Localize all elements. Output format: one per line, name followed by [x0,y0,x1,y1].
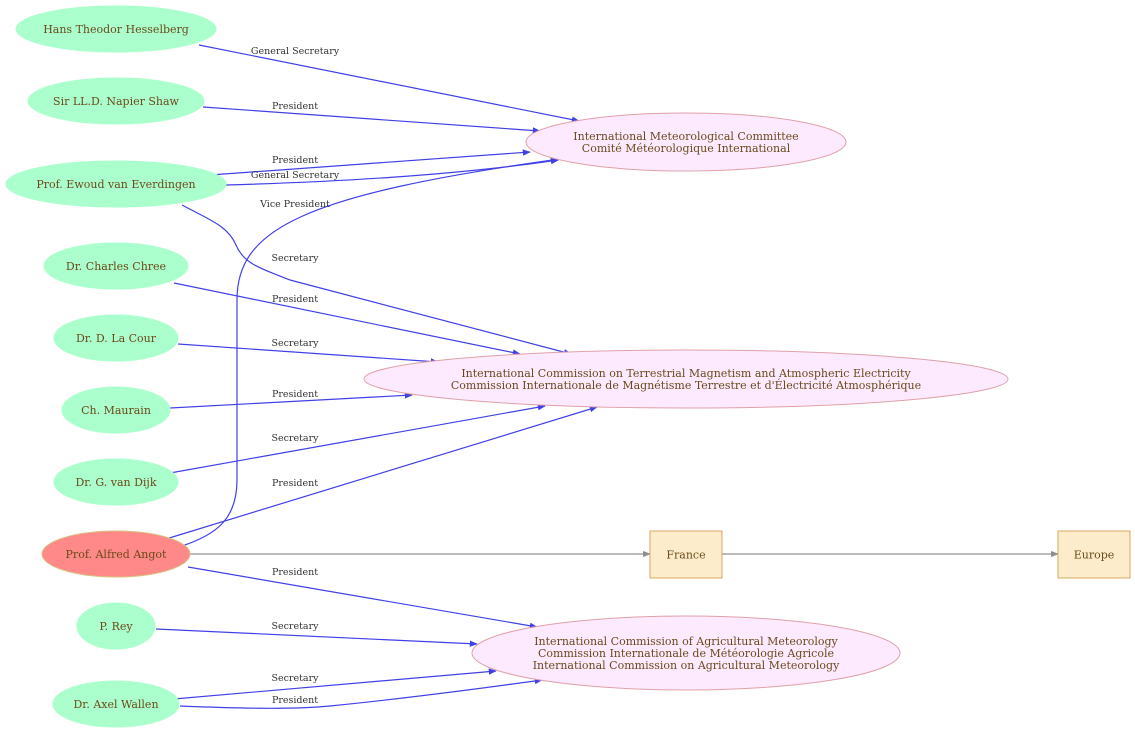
person-ellipse [53,314,179,362]
edge-everdingen-imc: President [209,149,531,176]
edge-line [169,392,413,409]
edge-wallen-icam: Secretary [173,668,497,700]
place-label: Europe [1074,549,1115,562]
edges-layer: General SecretaryPresidentPresidentGener… [155,44,1059,709]
edge-label: President [272,389,318,400]
place-node-europe[interactable]: Europe [1057,530,1131,579]
edge-maurain-ictm: President [169,389,413,409]
person-node-shaw[interactable]: Sir LL.D. Napier Shaw [27,77,205,125]
organization-label-line: Comité Météorologique International [582,142,791,155]
edge-chree-ictm: President [173,282,521,356]
person-node-angot[interactable]: Prof. Alfred Angot [41,530,191,578]
edge-label: Vice President [259,199,330,210]
edge-label: Secretary [271,621,319,632]
organization-ellipse [525,112,847,172]
edge-label: General Secretary [251,46,340,57]
person-node-everdingen[interactable]: Prof. Ewoud van Everdingen [5,160,227,208]
edge-line [179,677,543,709]
organization-node-ictm[interactable]: International Commission on Terrestrial … [363,349,1009,409]
edge-hesselberg-imc: General Secretary [198,44,580,123]
person-ellipse [41,530,191,578]
organization-label-line: International Meteorological Committee [573,130,798,143]
person-ellipse [76,602,156,650]
edge-line [169,404,546,474]
organization-node-imc[interactable]: International Meteorological CommitteeCo… [525,112,847,172]
edge-lacour-ictm: Secretary [177,338,439,365]
person-ellipse [53,458,179,506]
person-ellipse [27,77,205,125]
edge-line [202,106,541,134]
organization-ellipse [363,349,1009,409]
person-label: Dr. G. van Dijk [75,476,156,489]
edge-line [155,628,478,647]
organization-label-line: International Commission on Terrestrial … [461,367,911,380]
person-label: Prof. Alfred Angot [66,548,167,561]
person-node-vandijk[interactable]: Dr. G. van Dijk [53,458,179,506]
person-label: Hans Theodor Hesselberg [43,23,189,36]
edge-line [165,406,598,540]
edge-label: President [272,155,318,166]
edge-angot-ictm: President [165,406,598,540]
organization-ellipse [471,615,901,691]
person-label: Dr. D. La Cour [76,332,157,345]
person-label: Dr. Axel Wallen [73,698,158,711]
edge-vandijk-ictm: Secretary [169,404,546,474]
organization-node-icam[interactable]: International Commission of Agricultural… [471,615,901,691]
edge-angot-imc: Vice President [181,156,561,547]
edge-angot-icam: President [187,566,538,629]
person-node-wallen[interactable]: Dr. Axel Wallen [52,680,180,728]
edge-line [173,282,521,356]
edge-label: Secretary [271,338,319,349]
edge-line [209,149,531,176]
place-node-france[interactable]: France [649,530,723,579]
person-label: P. Rey [99,620,133,633]
edge-line [177,343,439,365]
person-label: Prof. Ewoud van Everdingen [36,178,195,191]
edge-line [198,44,580,123]
organization-label-line: International Commission on Agricultural… [533,659,840,672]
edge-line [187,566,538,629]
edge-label: General Secretary [251,170,340,181]
organization-label-line: Commission Internationale de Météorologi… [538,647,834,660]
organization-label-line: Commission Internationale de Magnétisme … [451,378,921,392]
person-ellipse [61,386,171,434]
edge-shaw-imc: President [202,101,541,134]
edge-label: President [272,478,318,489]
edge-label: President [272,294,318,305]
edge-everdingen-ictm: Secretary [181,204,572,356]
edge-label: President [272,695,318,706]
edge-line [173,668,497,700]
edge-rey-icam: Secretary [155,621,478,647]
person-node-hesselberg[interactable]: Hans Theodor Hesselberg [15,5,217,53]
person-node-chree[interactable]: Dr. Charles Chree [43,242,189,290]
place-box [649,530,723,579]
person-node-rey[interactable]: P. Rey [76,602,156,650]
edge-label: President [272,567,318,578]
person-ellipse [52,680,180,728]
person-ellipse [15,5,217,53]
person-node-lacour[interactable]: Dr. D. La Cour [53,314,179,362]
person-ellipse [5,160,227,208]
edge-label: President [272,101,318,112]
person-ellipse [43,242,189,290]
edge-label: Secretary [271,673,319,684]
edge-label: Secretary [271,433,319,444]
organization-label-line: International Commission of Agricultural… [534,635,838,648]
place-box [1057,530,1131,579]
edge-label: Secretary [271,253,319,264]
edge-line [181,156,561,547]
person-node-maurain[interactable]: Ch. Maurain [61,386,171,434]
edge-wallen-icam: President [179,677,543,709]
person-label: Ch. Maurain [81,404,151,417]
place-label: France [666,549,705,562]
edge-line [181,204,572,356]
person-label: Dr. Charles Chree [66,260,166,273]
person-label: Sir LL.D. Napier Shaw [53,95,180,108]
